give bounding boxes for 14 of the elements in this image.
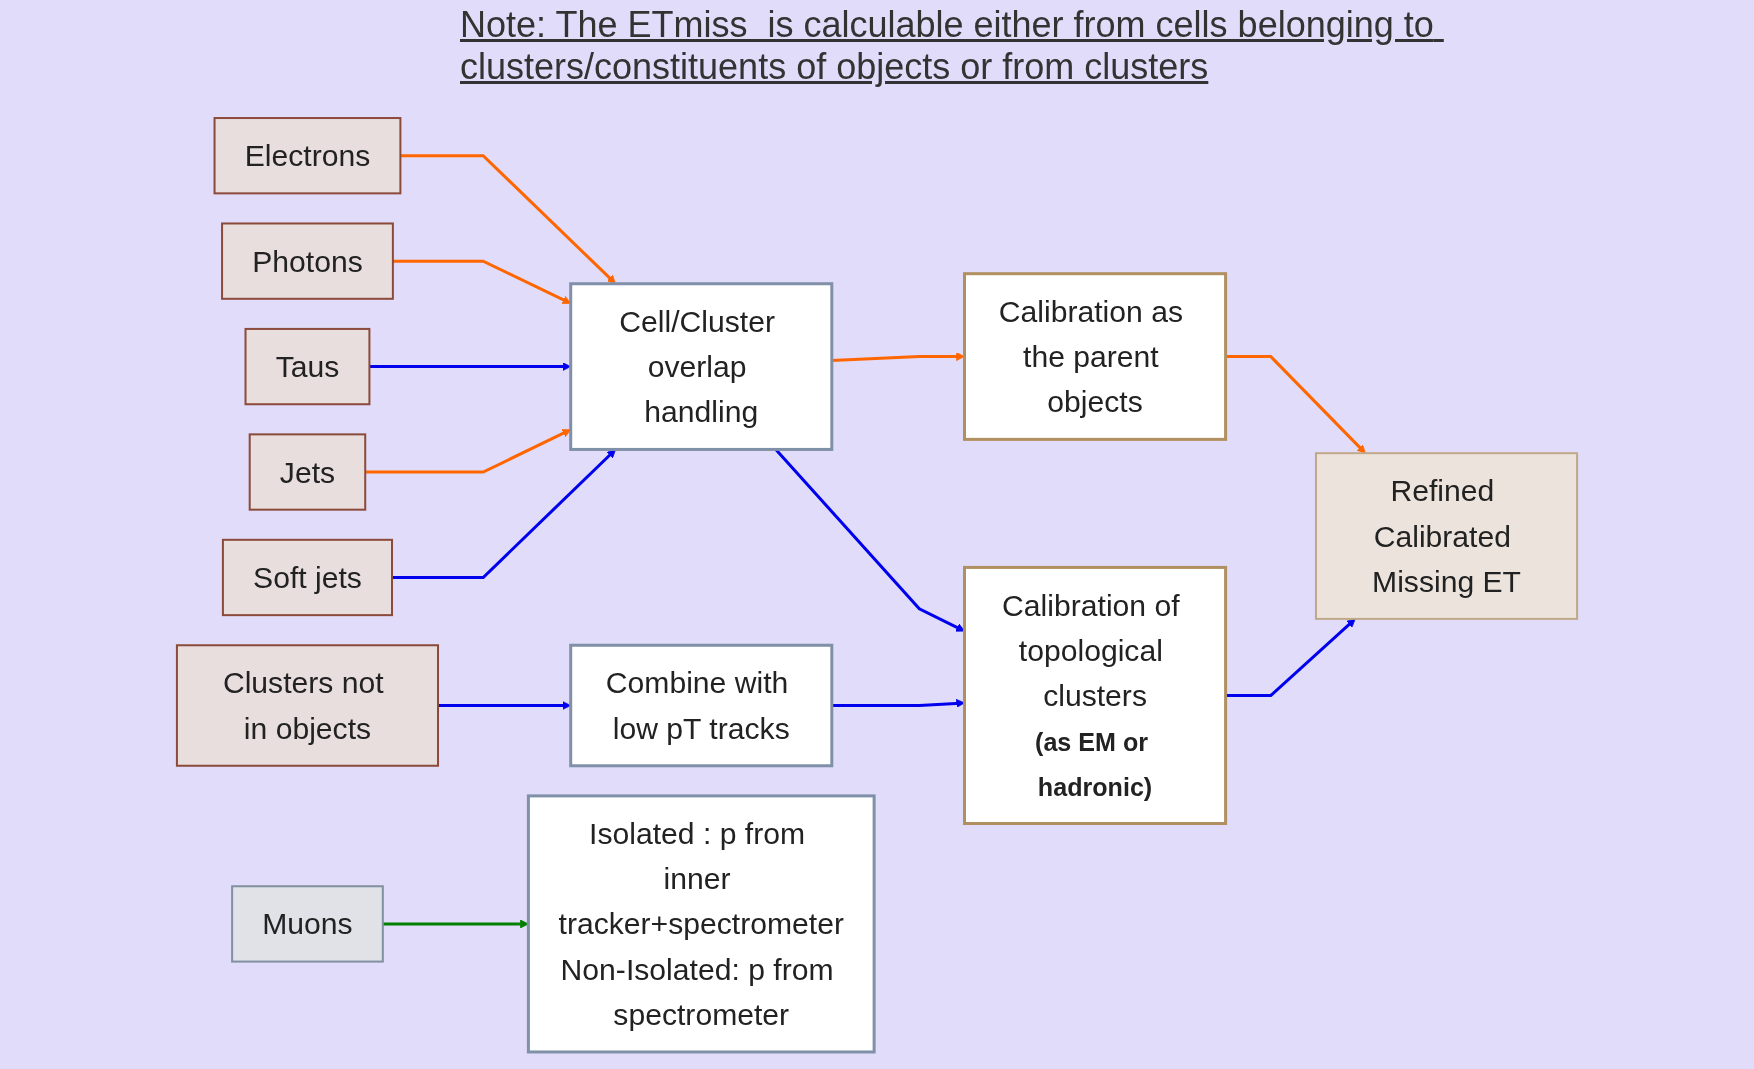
node-box: Calibration as the parent objects bbox=[963, 272, 1228, 441]
node-box: Jets bbox=[248, 433, 367, 511]
node-box: Clusters not in objects bbox=[175, 644, 440, 767]
node-box: Taus bbox=[244, 327, 371, 406]
node-box: Muons bbox=[231, 885, 384, 963]
node-box: Soft jets bbox=[221, 538, 394, 617]
node-box: Calibration of topological clusters (as EM or hadronic) bbox=[963, 565, 1228, 825]
node-box: Photons bbox=[221, 222, 394, 300]
node-box: Refined Calibrated Missing ET bbox=[1314, 452, 1579, 620]
node-box: Isolated : p from inner tracker+spectrometer Non-Isolated: p from spectrometer bbox=[526, 794, 876, 1054]
node-box: Cell/Cluster overlap handling bbox=[569, 282, 834, 451]
node-box: Electrons bbox=[213, 117, 402, 195]
node-box: Combine with low pT tracks bbox=[569, 643, 834, 768]
arrow bbox=[392, 449, 616, 579]
